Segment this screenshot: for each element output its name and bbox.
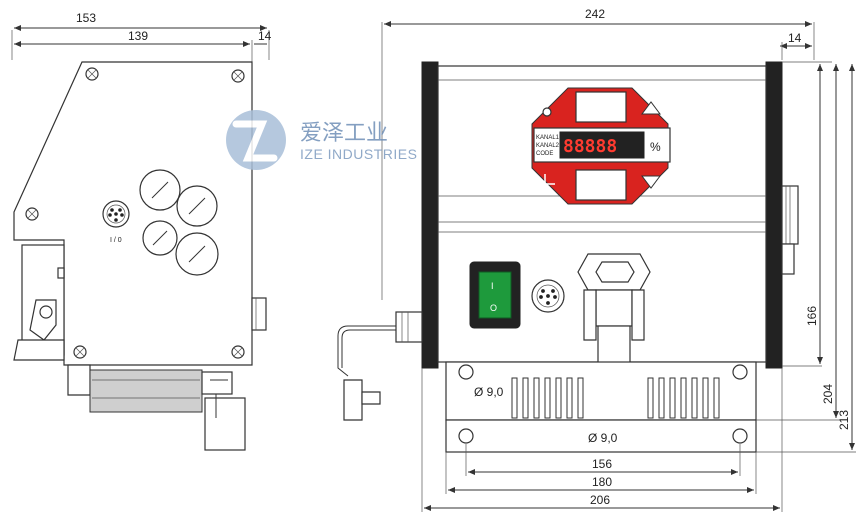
led-indicator-icon (542, 107, 552, 117)
heatsink-fin (511, 377, 518, 419)
dimension-156: 156 (465, 444, 741, 476)
side-connector (251, 297, 267, 331)
heatsink-fin (544, 377, 551, 419)
display-bottom-window (575, 169, 627, 201)
hole-dia-label-1: Ø 9,0 (474, 385, 504, 399)
mount-hole-icon (732, 364, 748, 380)
display-top-window (575, 91, 627, 123)
heatsink-fin (658, 377, 665, 419)
display-panel: 88888 KANAL1 KANAL2 CODE % (531, 87, 671, 205)
latch-bracket (13, 244, 65, 361)
switch-off-label: O (490, 303, 497, 313)
dim-139-label: 139 (128, 29, 148, 43)
base-hole-icon (732, 428, 748, 444)
dim-204-label: 204 (821, 384, 835, 404)
screw-icon (231, 69, 245, 83)
heatsink-fin (647, 377, 654, 419)
left-rail (421, 61, 439, 369)
base-hole-icon (458, 428, 474, 444)
watermark-chinese: 爱泽工业 (300, 121, 388, 146)
io-connector-icon (102, 200, 130, 228)
heatsink-fin (702, 377, 709, 419)
side-view: 153 139 14 (11, 11, 272, 451)
heatsink-fin (713, 377, 720, 419)
dimension-139: 139 (14, 29, 253, 62)
dim-166-label: 166 (805, 306, 819, 326)
hole-dia-label-2: Ø 9,0 (588, 431, 618, 445)
heatsink-fins (511, 377, 720, 419)
heatsink-fin (533, 377, 540, 419)
dim-14-right-label: 14 (788, 31, 802, 45)
ize-logo-icon (226, 110, 286, 170)
watermark-english: IZE INDUSTRIES (300, 146, 417, 162)
base-plate: Ø 9,0 (445, 419, 757, 453)
kanal1-label: KANAL1 (536, 135, 560, 141)
dimension-213: 213 (756, 64, 856, 453)
heatsink-fin (522, 377, 529, 419)
dim-14-left-label: 14 (258, 29, 272, 43)
round-connector-icon (531, 279, 565, 313)
cable-gland-icon (142, 220, 178, 256)
led-display (559, 131, 645, 159)
heatsink-fin (680, 377, 687, 419)
cable-gland-icon (139, 169, 181, 211)
heatsink: Ø 9,0 (445, 361, 757, 421)
dimension-204: 204 (756, 64, 840, 421)
percent-unit: % (650, 140, 661, 154)
cable-gland-left (337, 311, 423, 421)
enter-icon (544, 174, 555, 185)
dim-156-label: 156 (592, 457, 612, 471)
dimension-14-right: 14 (780, 31, 812, 60)
right-connector (781, 185, 799, 275)
heatsink-fin (566, 377, 573, 419)
dimension-206: 206 (421, 368, 783, 512)
bottom-mount (67, 364, 246, 451)
heatsink-fin (669, 377, 676, 419)
dim-180-label: 180 (592, 475, 612, 489)
right-rail (765, 61, 783, 369)
screw-icon (231, 345, 245, 359)
switch-on-label: I (491, 281, 494, 291)
heatsink-fin (555, 377, 562, 419)
cable-gland-icon (175, 232, 219, 276)
screw-icon (85, 67, 99, 81)
dim-153-label: 153 (76, 11, 96, 25)
screw-icon (25, 207, 39, 221)
led-digits: 88888 (563, 136, 617, 157)
down-arrow-icon (641, 175, 661, 189)
watermark: 爱泽工业 IZE INDUSTRIES (226, 110, 417, 170)
dimension-166: 166 (782, 61, 832, 367)
dim-206-label: 206 (590, 493, 610, 507)
dim-242-label: 242 (585, 7, 605, 21)
front-view: 242 14 88888 KANAL1 KANAL2 CODE % (337, 7, 856, 512)
code-label: CODE (536, 151, 553, 157)
cable-gland-icon (176, 185, 218, 227)
mount-hole-icon (458, 364, 474, 380)
screw-icon (73, 345, 87, 359)
dim-213-label: 213 (837, 410, 851, 430)
heatsink-fin (691, 377, 698, 419)
heatsink-fin (577, 377, 584, 419)
dimension-242: 242 (381, 7, 815, 300)
dimension-153: 153 (11, 11, 270, 60)
up-arrow-icon (641, 101, 661, 115)
kanal2-label: KANAL2 (536, 143, 560, 149)
dimension-180: 180 (445, 452, 757, 494)
dimension-14-left: 14 (254, 29, 272, 45)
power-switch: I O (469, 261, 521, 329)
io-label: I / 0 (110, 237, 122, 244)
